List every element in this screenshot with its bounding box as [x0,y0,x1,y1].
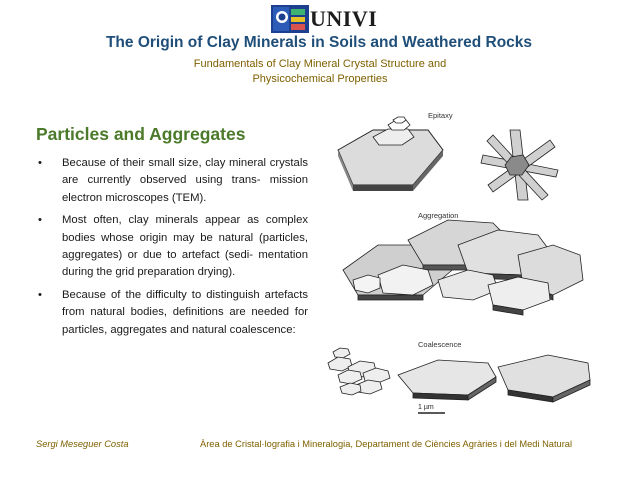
bullet-list: • Because of their small size, clay mine… [36,155,308,344]
slide-subtitle: Fundamentals of Clay Mineral Crystal Str… [130,57,510,87]
clay-particles-figure: Epitaxy Aggregation [327,111,591,414]
bullet-text: Because of their small size, clay minera… [62,157,308,204]
bullet-text: Because of the difficulty to distinguish… [62,288,308,336]
coalescence-illustration: Coalescence 1 µm [327,340,591,414]
coalescence-label: Coalescence [418,340,461,349]
bullet-text: Most often, clay minerals appear as comp… [62,214,308,279]
footer-author: Sergi Meseguer Costa [36,439,129,449]
bullet-item: • Because of their small size, clay mine… [36,155,308,207]
bullet-marker: • [38,157,42,169]
subtitle-line-2: Physicochemical Properties [252,73,388,85]
university-logo: UNIVI [271,3,377,35]
bullet-marker: • [38,288,42,301]
aggregation-label: Aggregation [418,211,458,220]
section-title: Particles and Aggregates [36,124,246,144]
scale-label: 1 µm [418,404,434,411]
university-logo-icon [271,5,309,33]
bullet-marker: • [38,214,42,227]
epitaxy-illustration: Epitaxy [337,111,559,201]
bullet-item: • Because of the difficulty to distingui… [36,287,308,339]
logo-text: UNIVI [310,6,378,31]
slide-title: The Origin of Clay Minerals in Soils and… [105,34,533,51]
aggregation-illustration: Aggregation [342,211,584,316]
subtitle-line-1: Fundamentals of Clay Mineral Crystal Str… [193,58,447,70]
footer-department: Àrea de Cristal·lografia i Mineralogia, … [200,439,573,449]
bullet-item: • Most often, clay minerals appear as co… [36,212,308,282]
epitaxy-label: Epitaxy [428,111,453,120]
